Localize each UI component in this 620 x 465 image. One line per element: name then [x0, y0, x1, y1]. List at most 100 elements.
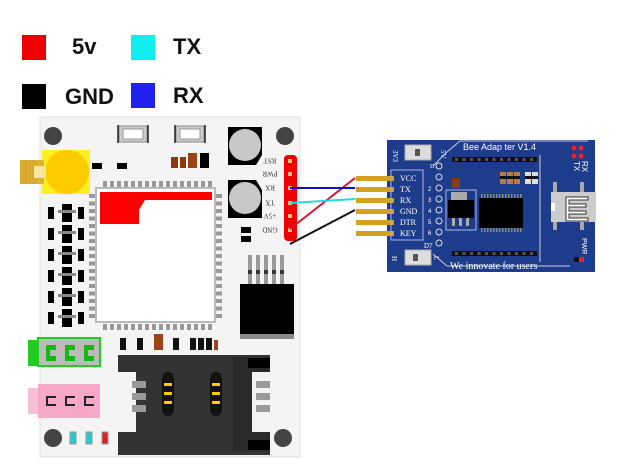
smd-resistor — [171, 157, 178, 168]
header-pin — [477, 158, 481, 161]
push-button — [174, 125, 206, 143]
chip-pin — [103, 324, 107, 330]
chip-leg — [481, 228, 483, 232]
chip-pin — [145, 181, 149, 187]
chip-pin — [173, 181, 177, 187]
chip-pin — [216, 261, 222, 266]
smd-component — [137, 338, 143, 350]
adapter-pin-label-dtr: DTR — [400, 218, 417, 227]
switch-label-3v3: 3V3 — [391, 150, 399, 163]
chip-leg — [484, 194, 486, 198]
chip-pin — [110, 324, 114, 330]
legend-label-gnd: GND — [65, 84, 114, 109]
chip-pin — [117, 181, 121, 187]
chip-pin — [216, 194, 222, 198]
smd-component — [48, 270, 54, 282]
chip-pin — [89, 216, 95, 221]
switch-label-l: L — [432, 256, 440, 260]
chip-pin — [194, 324, 198, 330]
smd-component — [78, 228, 84, 240]
wire-5v — [289, 177, 356, 230]
chip-pin — [124, 324, 128, 330]
adapter-gold-pin — [356, 176, 394, 181]
header-pin — [462, 252, 466, 255]
chip-pins — [89, 181, 222, 330]
xbee-pin-number: 5 — [428, 220, 432, 226]
chip-leg — [511, 194, 513, 198]
chip-pin — [180, 324, 184, 330]
gsm-chip — [95, 187, 216, 323]
chip-pin — [166, 181, 170, 187]
mount-hole — [274, 429, 292, 447]
header-pin — [485, 252, 488, 255]
sim-card-holder — [118, 355, 270, 455]
xbee-pin — [435, 195, 443, 203]
chip-pin — [89, 306, 95, 311]
smd-component — [241, 236, 251, 242]
mount-hole — [276, 127, 294, 145]
audio-jack-green — [28, 337, 101, 367]
chip-pin — [138, 324, 142, 330]
led-label-rx: RX — [580, 161, 589, 173]
chip-pin — [89, 299, 95, 303]
chip-pin — [110, 181, 114, 187]
led — [69, 431, 77, 445]
chip-leg — [490, 228, 492, 232]
chip-leg — [520, 194, 522, 198]
header-pin — [288, 214, 292, 218]
mount-hole — [44, 429, 62, 447]
transistor-leg — [58, 315, 76, 318]
chip-pin — [89, 201, 95, 206]
header-pin — [507, 158, 511, 161]
smd-component — [206, 338, 212, 350]
mount-hole — [44, 127, 62, 145]
header-pin — [507, 252, 511, 255]
chip-pin — [89, 254, 95, 258]
module-pin-label-tx: TX — [265, 199, 274, 207]
wire-gnd — [289, 209, 356, 245]
voltage-switch — [404, 144, 432, 161]
chip-pin — [103, 181, 107, 187]
power-connector — [240, 255, 294, 339]
chip-leg — [520, 228, 522, 232]
chip-leg — [481, 194, 483, 198]
switch-label-h: H — [390, 256, 398, 261]
header-pin — [500, 252, 503, 255]
chip-pin — [208, 324, 212, 330]
header-pin — [492, 158, 496, 161]
adapter-header-pins — [356, 176, 394, 236]
header-pin — [288, 159, 292, 163]
wires — [289, 177, 356, 245]
xbee-pin — [435, 162, 443, 170]
chip-pin — [145, 324, 149, 330]
adapter-title: Bee Adap ter V1.4 — [463, 142, 536, 152]
switch-label-5v: 5V — [439, 150, 447, 159]
adapter-gold-pin — [356, 220, 394, 225]
chip-pin — [216, 306, 222, 311]
adapter-pin-label-rx: RX — [400, 196, 411, 205]
smd-resistor-array — [500, 172, 538, 184]
adapter-gold-pin — [356, 231, 394, 236]
wire-tx — [289, 198, 356, 204]
antenna-connector — [20, 150, 90, 194]
mini-usb-connector — [551, 182, 596, 230]
smd-component — [92, 163, 102, 169]
chip-leg — [496, 228, 498, 232]
chip-pin — [216, 201, 222, 206]
chip-leg — [502, 228, 504, 232]
smd-capacitor — [154, 334, 163, 350]
module-pin-label-rst: RST — [263, 157, 277, 165]
chip-pin — [89, 291, 95, 296]
chip-leg — [511, 228, 513, 232]
adapter-pin-label-key: KEY — [400, 229, 417, 238]
legend-label-rx: RX — [173, 83, 204, 108]
xbee-pin-number: 6 — [428, 231, 432, 237]
chip-pin — [216, 276, 222, 281]
tx-led — [578, 145, 584, 151]
chip-leg — [493, 194, 495, 198]
chip-leg — [508, 228, 510, 232]
transistor-leg — [58, 294, 76, 297]
smd-component — [78, 291, 84, 303]
